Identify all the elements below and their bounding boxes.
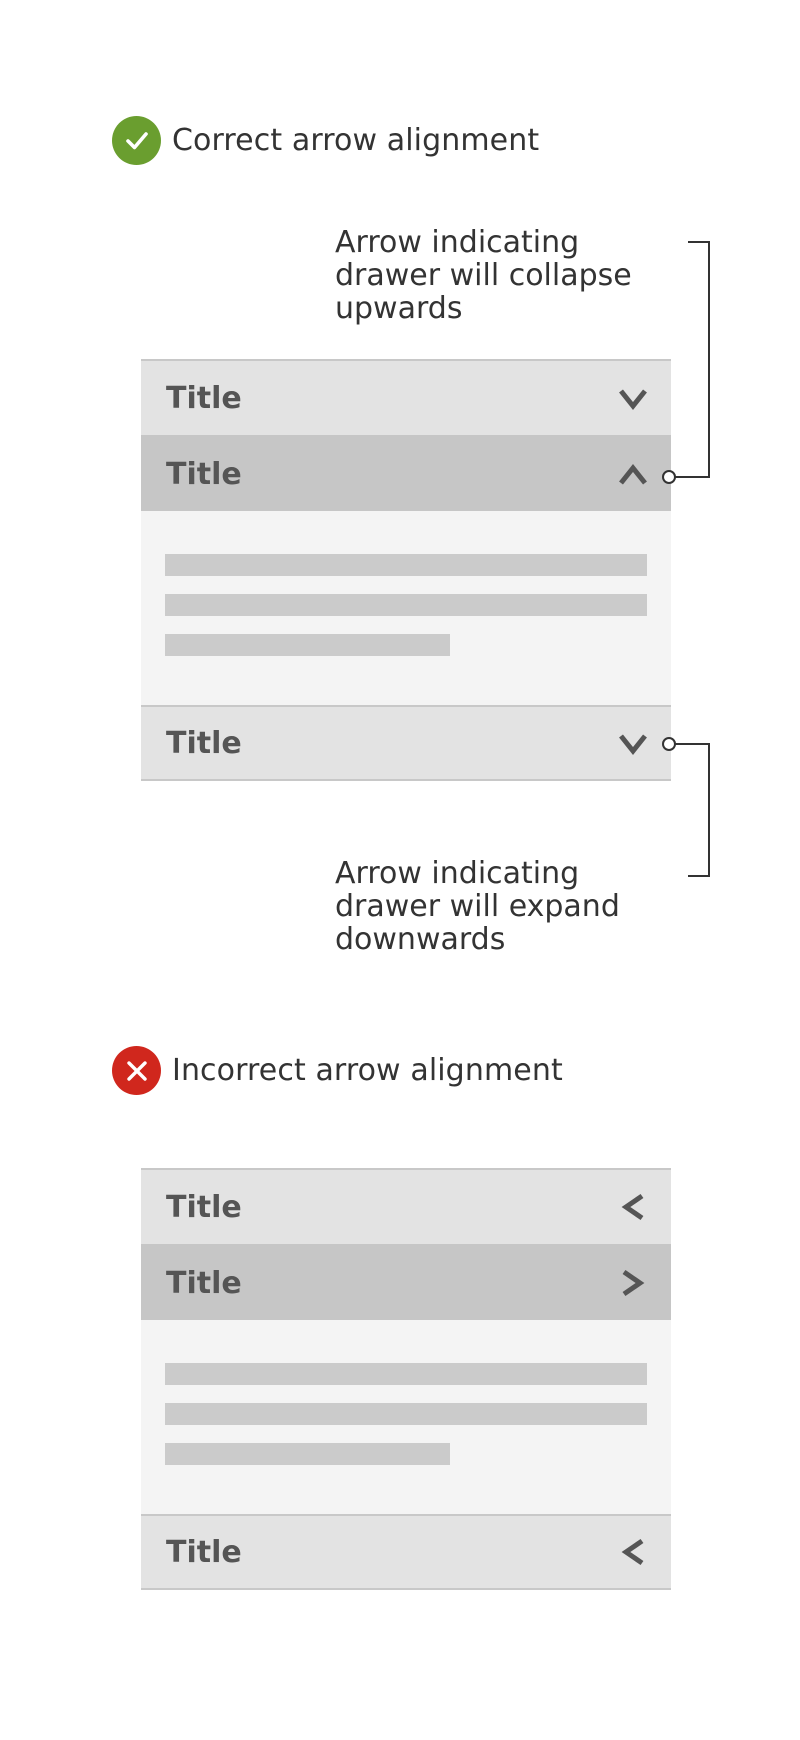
accordion-row-3[interactable]: Title [141, 705, 671, 781]
accordion-panel [141, 1320, 671, 1514]
incorrect-heading-text: Incorrect arrow alignment [172, 1053, 563, 1088]
correct-heading: Correct arrow alignment [112, 116, 539, 165]
cross-badge [112, 1046, 161, 1095]
chevron-right-icon [622, 1269, 645, 1297]
annotation-expand: Arrow indicating drawer will expand down… [335, 857, 620, 956]
placeholder-line [165, 1403, 647, 1425]
annotation-expand-line-3: downwards [335, 922, 506, 957]
annotation-collapse: Arrow indicating drawer will collapse up… [335, 226, 632, 325]
accordion-row-2[interactable]: Title [141, 435, 671, 511]
accordion-row-title: Title [166, 456, 242, 492]
placeholder-line [165, 554, 647, 576]
accordion-row-3[interactable]: Title [141, 1514, 671, 1590]
accordion-row-title: Title [166, 725, 242, 761]
accordion-row-title: Title [166, 380, 242, 416]
checkmark-badge [112, 116, 161, 165]
accordion-row-1[interactable]: Title [141, 359, 671, 435]
checkmark-icon [125, 131, 148, 149]
annotation-collapse-line-2: drawer will collapse [335, 258, 632, 293]
incorrect-accordion: Title Title Title [141, 1168, 671, 1590]
annotation-expand-line-2: drawer will expand [335, 889, 620, 924]
placeholder-line [165, 1363, 647, 1385]
annotation-collapse-line-3: upwards [335, 291, 463, 326]
accordion-row-title: Title [166, 1265, 242, 1301]
collapse-connector [662, 241, 710, 484]
accordion-panel [141, 511, 671, 705]
incorrect-heading: Incorrect arrow alignment [112, 1046, 563, 1095]
accordion-row-2[interactable]: Title [141, 1244, 671, 1320]
chevron-down-icon [619, 734, 647, 756]
expand-connector [662, 737, 710, 877]
correct-heading-text: Correct arrow alignment [172, 123, 540, 158]
chevron-left-icon [621, 1193, 644, 1221]
chevron-up-icon [619, 463, 647, 485]
accordion-row-title: Title [166, 1189, 242, 1225]
placeholder-line [165, 1443, 450, 1465]
accordion-row-title: Title [166, 1534, 242, 1570]
chevron-left-icon [621, 1538, 644, 1566]
placeholder-line [165, 634, 450, 656]
annotation-expand-line-1: Arrow indicating [335, 856, 580, 891]
placeholder-line [165, 594, 647, 616]
annotation-collapse-line-1: Arrow indicating [335, 225, 580, 260]
correct-accordion: Title Title Title [141, 359, 671, 781]
cross-icon [126, 1060, 147, 1081]
chevron-down-icon [619, 389, 647, 411]
accordion-row-1[interactable]: Title [141, 1168, 671, 1244]
